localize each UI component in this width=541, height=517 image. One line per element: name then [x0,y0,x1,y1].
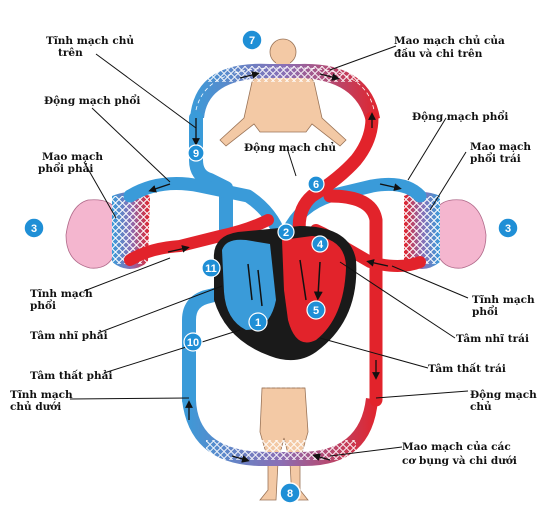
label-right-atrium: Tâm nhĩ phải [30,329,108,342]
svg-text:4: 4 [317,239,324,251]
badge-3-left: 3 [23,217,45,239]
label-lower-cap-line1: Mao mạch của các [402,440,511,453]
badge-8: 8 [279,482,301,504]
label-pulmonary-artery-left: Động mạch phổi [412,109,508,123]
left-lung-shape [435,199,487,269]
label-pulmonary-vein-left-line2: phổi [472,304,498,318]
label-aorta-bottom-line1: Động mạch [470,388,537,401]
badge-9: 9 [187,144,205,162]
label-left-atrium: Tâm nhĩ trái [456,333,529,345]
label-svc-line1: Tĩnh mạch chủ [46,34,134,47]
svg-text:6: 6 [313,179,319,191]
badge-4: 4 [311,235,329,253]
badge-2: 2 [277,223,295,241]
svg-text:5: 5 [313,305,319,317]
right-chambers [222,239,276,330]
badge-11: 11 [201,258,221,278]
badge-7: 7 [241,29,263,51]
badge-6: 6 [307,175,325,193]
label-lower-cap-line2: cơ bụng và chi dưới [402,455,517,467]
left-lung-capillaries [404,192,440,269]
label-svc-line2: trên [58,47,83,59]
svg-text:8: 8 [287,488,293,500]
flow-arrows [148,71,402,463]
label-pulmonary-artery-right: Động mạch phổi [44,93,140,107]
svg-text:7: 7 [249,35,255,47]
label-right-lung-cap-line1: Mao mạch [42,151,103,163]
label-ivc-line2: chủ dưới [10,400,61,413]
label-left-ventricle: Tâm thất trái [428,362,506,375]
label-left-lung-cap-line2: phổi trái [470,151,521,165]
badge-1: 1 [248,312,268,332]
heart [213,226,357,361]
label-aorta-top: Động mạch chủ [244,141,336,154]
oxygenated-vessels [124,111,426,407]
badge-5: 5 [306,300,326,320]
leader-lines [69,45,469,457]
svg-text:3: 3 [505,223,511,235]
label-head-cap-line2: đầu và chi trên [394,47,483,60]
badge-10: 10 [183,332,203,352]
svg-text:10: 10 [187,337,199,349]
label-right-lung-cap-line2: phổi phải [38,161,93,175]
svg-text:11: 11 [205,263,217,275]
svg-text:1: 1 [255,317,261,329]
label-pulmonary-vein-right-line1: Tĩnh mạch [30,288,93,300]
label-pulmonary-vein-left-line1: Tĩnh mạch [472,294,535,306]
label-left-lung-cap-line1: Mao mạch [470,141,531,153]
svg-text:2: 2 [283,227,289,239]
label-aorta-bottom-line2: chủ [470,400,492,413]
label-head-cap-line1: Mao mạch chủ của [394,34,505,47]
svg-text:3: 3 [31,223,37,235]
right-lung-shape [65,199,117,269]
label-ivc-line1: Tĩnh mạch [10,389,73,401]
label-right-ventricle: Tâm thất phải [30,369,112,382]
svg-text:9: 9 [193,148,199,160]
diagram-labels: Tĩnh mạch chủ trên Mao mạch chủ của đầu … [10,34,537,467]
number-badges: 7 9 6 3 3 2 4 11 5 1 10 8 [23,29,519,504]
left-chambers [282,236,346,343]
badge-3-right: 3 [497,217,519,239]
label-pulmonary-vein-right-line2: phổi [30,298,56,312]
upper-body-figure [219,38,347,147]
